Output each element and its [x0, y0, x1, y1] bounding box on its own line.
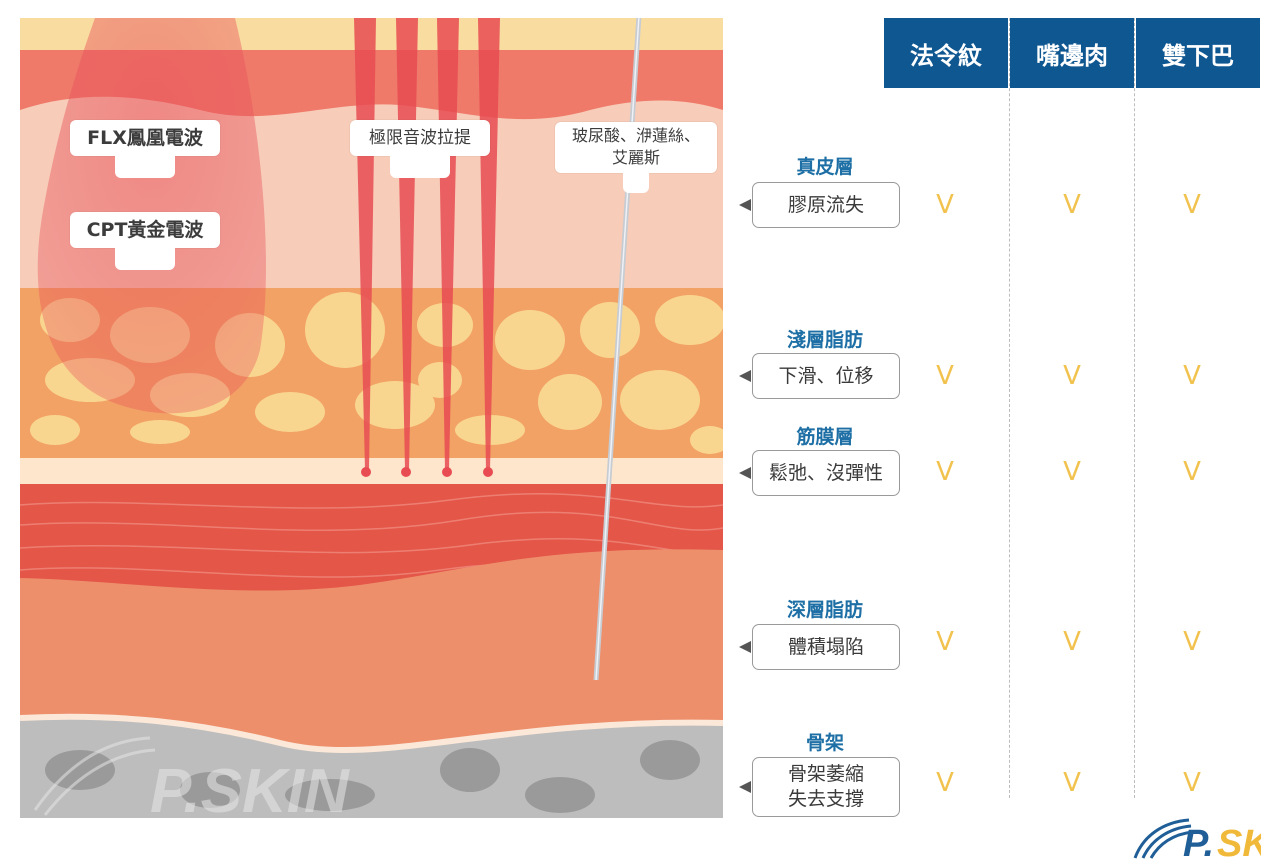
layer-problem-bone-line1: 骨架萎縮	[787, 763, 864, 785]
deep-fat-layer	[20, 549, 723, 760]
watermark-logo: P.SKIN	[33, 736, 350, 826]
layer-title-deep-fat: 深層脂肪	[786, 599, 863, 621]
column-header-jowls: 嘴邊肉	[1010, 18, 1134, 88]
check-deep-fat-nasolabial: V	[936, 627, 954, 657]
tag-cpt-label: CPT黃金電波	[86, 219, 204, 241]
layer-title-fascia: 筋膜層	[796, 426, 854, 448]
layer-problem-shallow-fat-text: 下滑、位移	[778, 364, 874, 387]
tag-injection-notch	[623, 173, 649, 193]
tag-ultrasound: 極限音波拉提	[350, 120, 490, 178]
check-fascia-double-chin: V	[1183, 457, 1201, 487]
check-dermis-jowls: V	[1063, 190, 1081, 220]
check-shallow-fat-double-chin: V	[1183, 361, 1201, 391]
layer-problem-deep-fat-text: 體積塌陷	[787, 635, 864, 658]
tag-ultrasound-label: 極限音波拉提	[369, 128, 471, 148]
check-bone-jowls: V	[1063, 768, 1081, 798]
layer-problem-fascia-text: 鬆弛、沒彈性	[768, 461, 883, 484]
check-shallow-fat-jowls: V	[1063, 361, 1081, 391]
svg-text:SKIN: SKIN	[1217, 823, 1261, 860]
tag-flx-label: FLX鳳凰電波	[87, 127, 203, 149]
layer-problem-dermis: 膠原流失	[752, 182, 900, 228]
layer-title-bone: 骨架	[805, 732, 844, 754]
check-dermis-nasolabial: V	[936, 190, 954, 220]
check-dermis-double-chin: V	[1183, 190, 1201, 220]
layer-problem-bone-line2: 失去支撐	[787, 788, 864, 810]
svg-text:P.: P.	[1183, 823, 1214, 860]
bone-pores	[45, 740, 700, 813]
fascia-layer	[20, 458, 723, 486]
pskin-logo: P. SKIN	[1133, 818, 1261, 860]
check-deep-fat-jowls: V	[1063, 627, 1081, 657]
skin-layers-illustration: P.SKIN	[20, 18, 723, 826]
check-deep-fat-double-chin: V	[1183, 627, 1201, 657]
layer-problem-fascia: 鬆弛、沒彈性	[752, 450, 900, 496]
tag-ultrasound-notch	[390, 156, 450, 178]
tag-flx-notch	[115, 156, 175, 178]
ultrasound-focal-points	[361, 467, 493, 477]
layer-title-shallow-fat: 淺層脂肪	[786, 329, 863, 351]
tag-flx: FLX鳳凰電波	[70, 120, 220, 178]
column-divider-1	[1009, 18, 1010, 798]
column-header-nasolabial: 法令紋	[884, 18, 1008, 88]
layer-problem-deep-fat: 體積塌陷	[752, 624, 900, 670]
check-fascia-jowls: V	[1063, 457, 1081, 487]
bone-outline	[20, 713, 723, 753]
tag-cpt-notch	[115, 248, 175, 270]
check-fascia-nasolabial: V	[936, 457, 954, 487]
check-bone-nasolabial: V	[936, 768, 954, 798]
layer-problem-bone: 骨架萎縮 失去支撐	[752, 757, 900, 817]
check-shallow-fat-nasolabial: V	[936, 361, 954, 391]
check-bone-double-chin: V	[1183, 768, 1201, 798]
tag-injection-line2: 艾麗斯	[611, 148, 660, 167]
layer-title-dermis: 真皮層	[796, 156, 854, 178]
layer-problem-shallow-fat: 下滑、位移	[752, 353, 900, 399]
injection-needle	[593, 18, 642, 681]
svg-text:P.SKIN: P.SKIN	[150, 757, 350, 826]
tag-cpt: CPT黃金電波	[70, 212, 220, 270]
column-header-double-chin: 雙下巴	[1136, 18, 1260, 88]
tag-injection-line1: 玻尿酸、洢蓮絲、	[571, 126, 700, 145]
tag-injection: 玻尿酸、洢蓮絲、 艾麗斯	[555, 122, 717, 193]
column-divider-2	[1134, 18, 1135, 798]
layer-problem-dermis-text: 膠原流失	[787, 193, 864, 216]
